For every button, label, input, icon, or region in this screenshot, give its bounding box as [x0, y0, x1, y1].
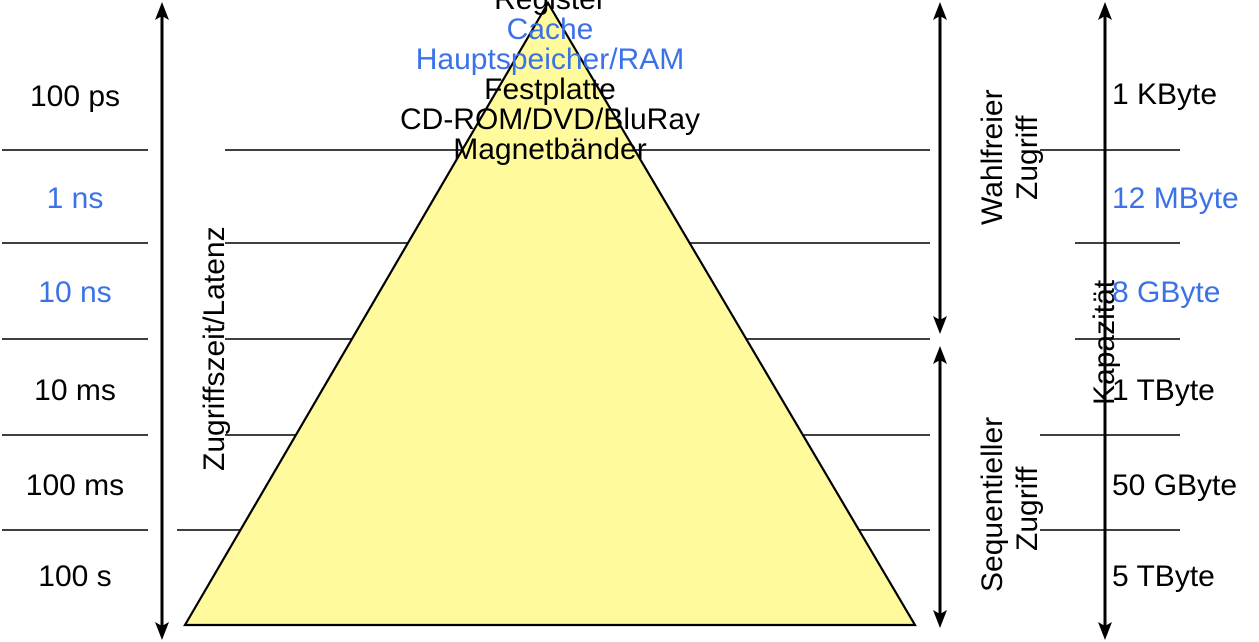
tier-label-tape: Magnetbänder — [0, 135, 1100, 165]
capacity-value-optical: 50 GByte — [1112, 469, 1238, 502]
divider-lines-center — [177, 149, 930, 531]
tier-text-tape: Magnetbänder — [453, 133, 647, 166]
tier-label-harddisk: Festplatte — [0, 75, 1100, 105]
tier-text-register: Register — [494, 0, 606, 16]
sequential-access-caption-line2: Zugriff — [1011, 466, 1044, 551]
left-axis-arrow — [155, 2, 169, 640]
tier-label-cache: Cache — [0, 15, 1100, 45]
sequential-access-arrow — [933, 346, 947, 628]
capacity-value-tape: 5 TByte — [1112, 560, 1215, 593]
capacity-value-cache: 12 MByte — [1112, 182, 1239, 215]
sequential-access-caption-line1: Sequentieller — [976, 416, 1009, 592]
capacity-value-ram: 8 GByte — [1112, 276, 1221, 309]
tier-text-cache: Cache — [506, 13, 594, 46]
latency-value-cache: 1 ns — [46, 182, 104, 215]
latency-value-register: 100 ps — [29, 80, 121, 113]
tier-label-ram: Hauptspeicher/RAM — [0, 45, 1100, 75]
left-axis-caption: Zugriffszeit/Latenz — [198, 226, 231, 471]
tier-text-ram: Hauptspeicher/RAM — [415, 43, 685, 76]
tier-text-optical: CD-ROM/DVD/BluRay — [399, 103, 701, 136]
tier-label-register: Register — [0, 0, 1100, 15]
tier-label-optical: CD-ROM/DVD/BluRay — [0, 105, 1100, 135]
latency-value-ram: 10 ns — [38, 276, 112, 309]
latency-value-optical: 100 ms — [25, 469, 125, 502]
latency-value-harddisk: 10 ms — [34, 374, 116, 407]
random-access-arrow — [933, 2, 947, 334]
random-access-caption-line2: Zugriff — [1011, 115, 1044, 200]
tier-text-harddisk: Festplatte — [484, 73, 616, 106]
latency-value-tape: 100 s — [38, 560, 112, 593]
capacity-value-register: 1 KByte — [1112, 78, 1218, 111]
capacity-value-harddisk: 1 TByte — [1112, 374, 1215, 407]
random-access-caption-line1: Wahlfreier — [976, 89, 1009, 225]
